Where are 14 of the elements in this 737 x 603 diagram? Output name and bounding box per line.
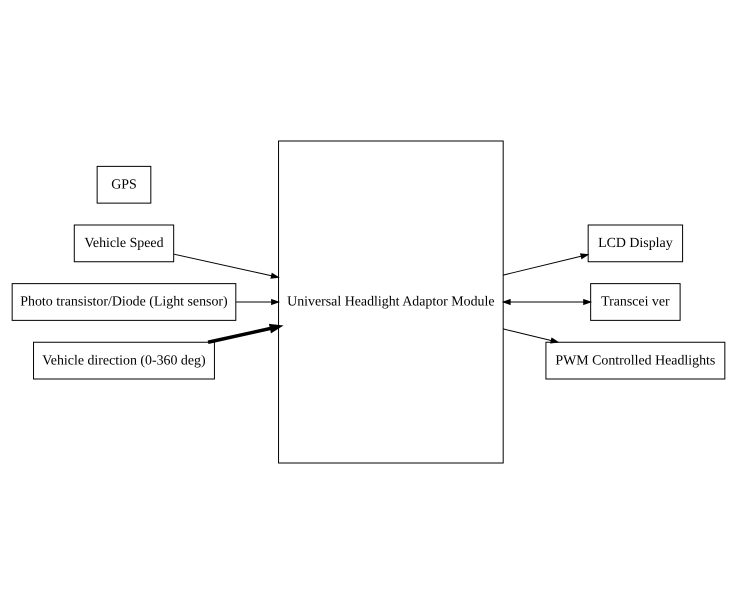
node-box: Vehicle Speed [74,224,174,262]
node-box: Transcei ver [590,282,681,320]
node-box: LCD Display [588,224,684,262]
arrow [502,252,590,276]
arrow [173,253,280,278]
node-box: Vehicle direction (0-360 deg) [33,341,215,380]
arrow [502,328,560,343]
arrow [208,323,284,344]
node-box: PWM Controlled Headlights [545,341,726,380]
arrow [502,298,592,305]
arrow [236,298,280,305]
node-box: Photo transistor/Diode (Light sensor) [12,282,236,320]
node-box: GPS [96,165,152,204]
node-box: Universal Headlight Adaptor Module [278,140,504,464]
